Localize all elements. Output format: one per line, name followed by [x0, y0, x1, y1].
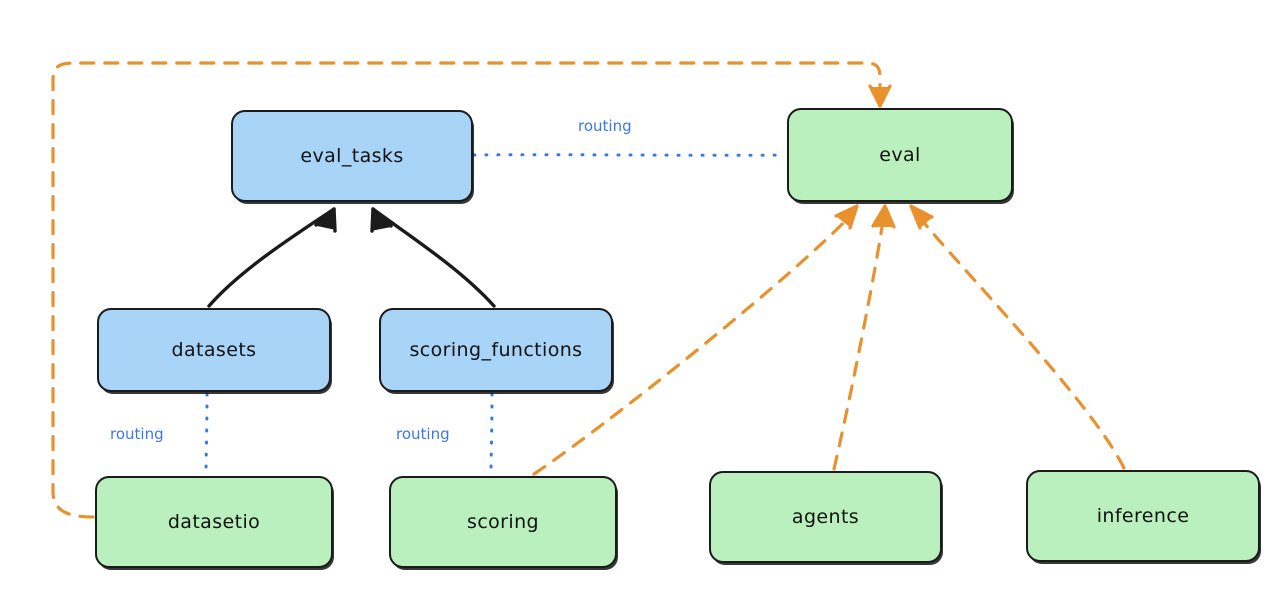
node-label: scoring_functions: [409, 339, 583, 361]
edge-eval_tasks-to-eval: [472, 153, 787, 157]
node-label: scoring: [467, 511, 539, 533]
node-inference[interactable]: inference: [1026, 470, 1260, 562]
node-scoring[interactable]: scoring: [389, 476, 617, 568]
node-eval-tasks[interactable]: eval_tasks: [231, 110, 473, 202]
edge-scoring-to-eval: [532, 204, 859, 476]
node-label: datasetio: [167, 511, 261, 533]
node-eval[interactable]: eval: [787, 108, 1013, 202]
edge-scoring_functions-to-eval_tasks: [370, 207, 496, 308]
edge-datasets-to-datasetio: [204, 392, 209, 476]
edge-label-routing-scoring-functions-scoring: routing: [396, 425, 450, 443]
node-datasetio[interactable]: datasetio: [95, 476, 333, 568]
edge-datasetio-to-eval: [51, 61, 892, 519]
node-label: agents: [791, 506, 860, 528]
edge-label-routing-eval-tasks-eval: routing: [578, 117, 632, 135]
node-label: inference: [1096, 505, 1190, 527]
edge-scoring_functions-to-scoring: [489, 392, 494, 476]
edge-label-routing-datasets-datasetio: routing: [110, 425, 164, 443]
node-label: eval_tasks: [300, 145, 404, 167]
node-agents[interactable]: agents: [709, 471, 942, 563]
node-label: datasets: [171, 339, 257, 361]
node-label: eval: [879, 144, 921, 166]
node-scoring-functions[interactable]: scoring_functions: [379, 308, 613, 392]
edge-inference-to-eval: [909, 204, 1126, 470]
node-datasets[interactable]: datasets: [97, 308, 331, 392]
edge-agents-to-eval: [832, 204, 896, 471]
edge-datasets-to-eval_tasks: [207, 207, 337, 308]
